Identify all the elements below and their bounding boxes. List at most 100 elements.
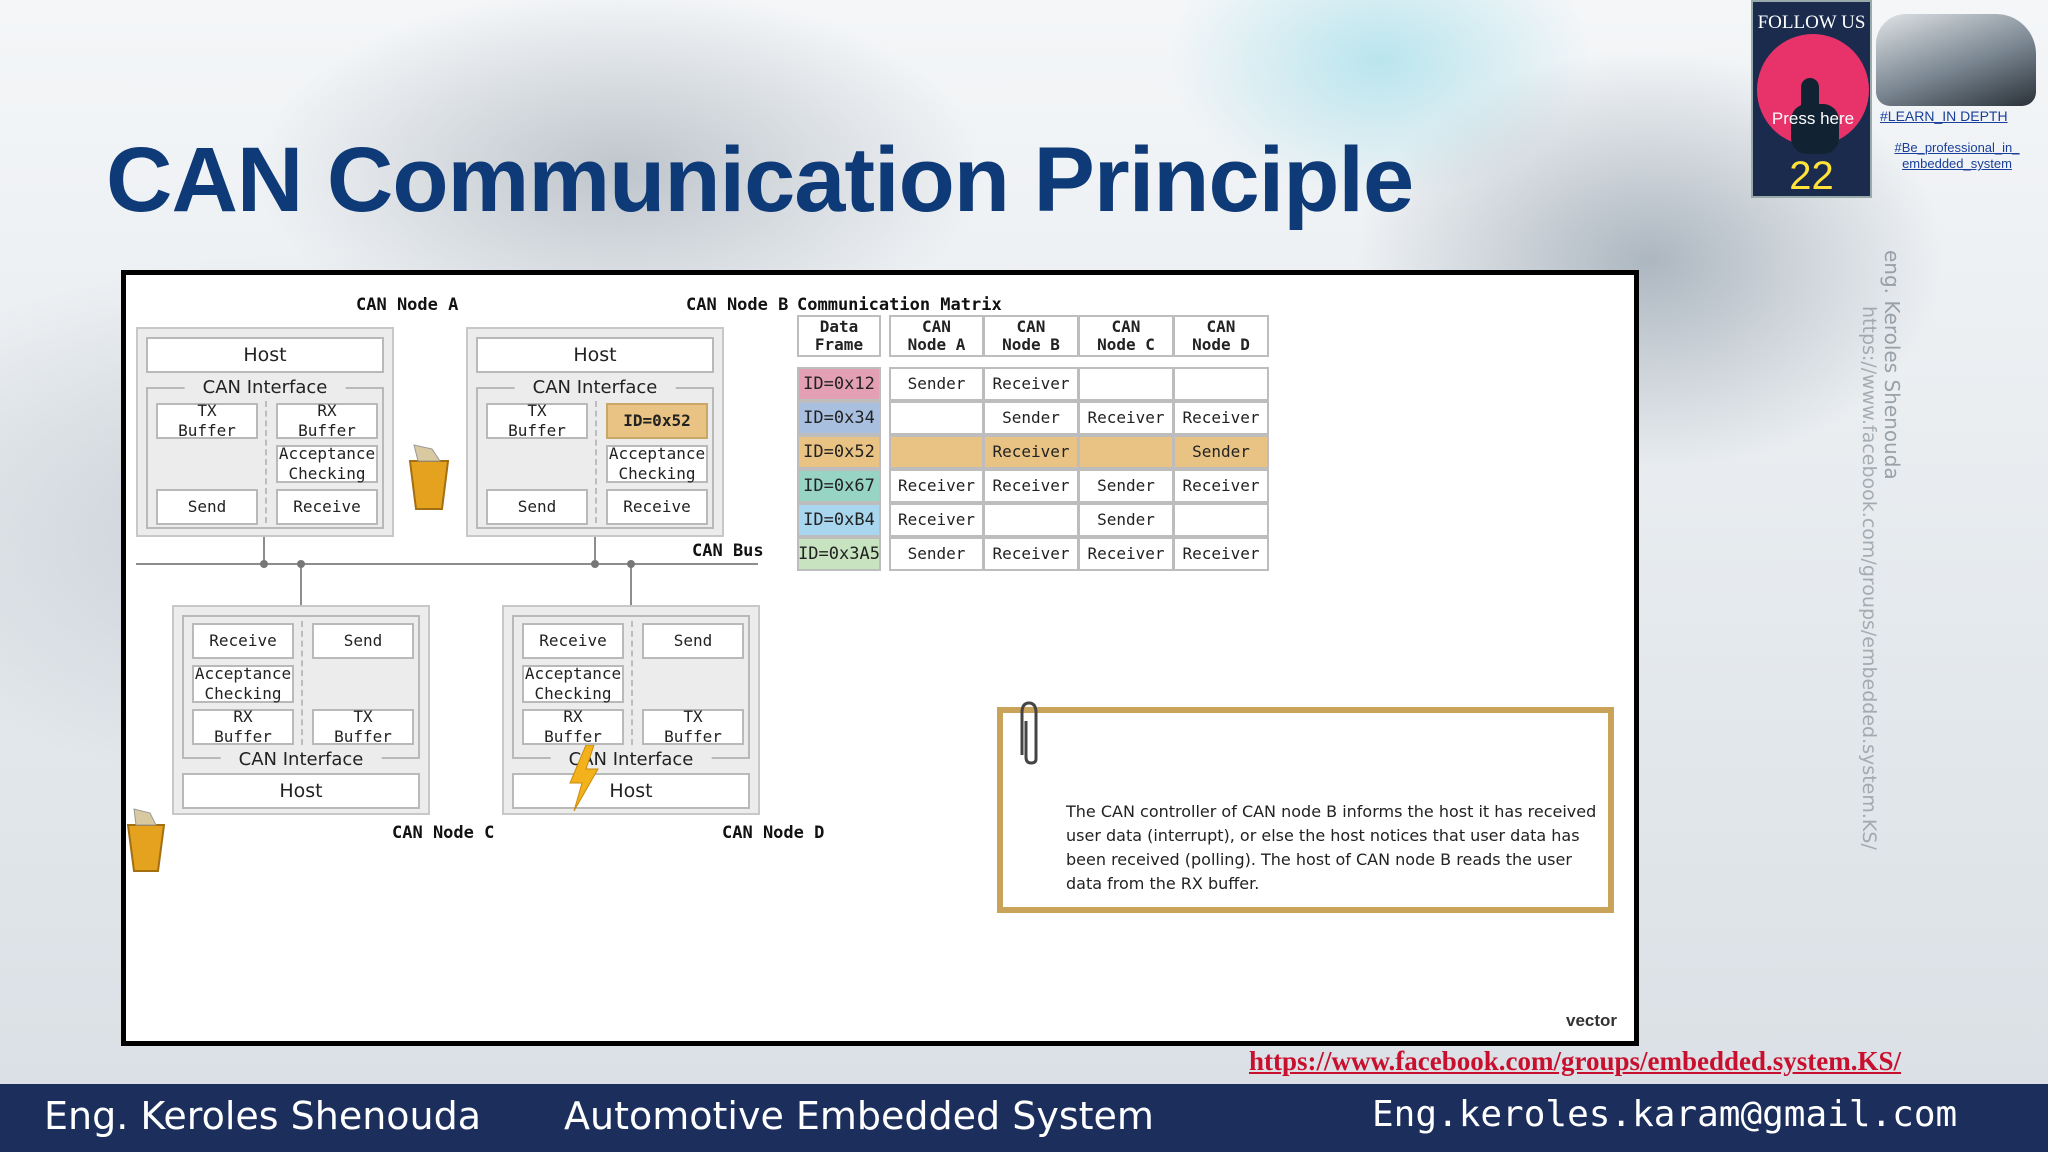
matrix-cell: Receiver [1078, 401, 1174, 435]
matrix-cell [1173, 367, 1269, 401]
node-d-acceptance: Acceptance Checking [522, 664, 624, 703]
can-bus-label: CAN Bus [692, 541, 764, 561]
matrix-cell: Receiver [889, 503, 984, 537]
matrix-cell [889, 401, 984, 435]
node-a: Host CAN Interface TX Buffer RX Buffer A… [136, 327, 394, 537]
matrix-id-cell: ID=0xB4 [797, 503, 881, 537]
matrix-cell: Receiver [983, 537, 1079, 571]
matrix-cell: Sender [889, 367, 984, 401]
node-b-rx-buffer: ID=0x52 [606, 403, 708, 439]
node-d-send: Send [642, 623, 744, 659]
node-d-receive: Receive [522, 623, 624, 659]
node-b-tx-buffer: TX Buffer [486, 401, 588, 440]
hand-palm-icon [1791, 104, 1839, 154]
node-b-wire [594, 537, 596, 564]
matrix-id-cell: ID=0x52 [797, 435, 881, 469]
facebook-group-link[interactable]: https://www.facebook.com/groups/embedded… [1249, 1046, 1902, 1076]
matrix-cell: Sender [1173, 435, 1269, 469]
node-b-host: Host [476, 337, 714, 373]
matrix-cell [1078, 367, 1174, 401]
follow-us-badge[interactable]: FOLLOW US Press here 22 [1751, 0, 1872, 198]
can-bus-line [136, 563, 758, 565]
matrix-cell: Sender [1078, 469, 1174, 503]
matrix-id-cell: ID=0x34 [797, 401, 881, 435]
hashtag-learn-in-depth[interactable]: #LEARN_IN DEPTH [1880, 108, 2008, 124]
footer-bar: Eng. Keroles Shenouda Automotive Embedde… [0, 1084, 2048, 1152]
footer-author: Eng. Keroles Shenouda [44, 1094, 482, 1138]
matrix-header-cell: CAN Node C [1078, 315, 1174, 357]
vertical-author-text: eng. Keroles Shenouda [1880, 250, 1904, 480]
node-c-interface-label: CAN Interface [220, 749, 382, 770]
node-d-rx-buffer: RX Buffer [522, 707, 624, 746]
node-b: Host CAN Interface TX Buffer ID=0x52 Acc… [466, 327, 724, 537]
node-c-receive: Receive [192, 623, 294, 659]
matrix-title: Communication Matrix [797, 295, 1002, 315]
node-b-acceptance: Acceptance Checking [606, 444, 708, 483]
matrix-cell [889, 435, 984, 469]
node-c-host: Host [182, 773, 420, 809]
car-thumbnail [1876, 14, 2036, 106]
matrix-cell: Receiver [983, 435, 1079, 469]
note-text: The CAN controller of CAN node B informs… [1066, 802, 1597, 893]
matrix-cell: Receiver [1173, 537, 1269, 571]
node-c-tx-buffer: TX Buffer [312, 707, 414, 746]
node-b-label: CAN Node B [686, 295, 789, 315]
vector-logo: vector [1566, 1011, 1618, 1030]
hashtag-be-professional[interactable]: #Be_professional_in_ embedded_system [1894, 140, 2020, 171]
node-a-interface-label: CAN Interface [184, 377, 346, 398]
node-a-receive: Receive [276, 489, 378, 525]
follow-number: 22 [1789, 154, 1834, 198]
diagram-frame: CAN Node A Host CAN Interface TX Buffer … [121, 270, 1639, 1046]
matrix-cell: Receiver [983, 469, 1079, 503]
divider [631, 621, 633, 745]
matrix-cell: Receiver [983, 367, 1079, 401]
node-a-send: Send [156, 489, 258, 525]
matrix-cell [1078, 435, 1174, 469]
press-button[interactable]: Press here [1757, 34, 1869, 154]
page-title: CAN Communication Principle [106, 129, 1414, 231]
node-a-acceptance: Acceptance Checking [276, 444, 378, 483]
matrix-cell [1173, 503, 1269, 537]
node-c-label: CAN Node C [392, 823, 495, 843]
node-d-label: CAN Node D [722, 823, 825, 843]
paperclip-icon [1020, 701, 1038, 765]
matrix-cell: Receiver [889, 469, 984, 503]
trash-bin-icon [126, 808, 166, 872]
divider [595, 401, 597, 523]
trash-bin-icon [408, 444, 450, 510]
node-c-wire [300, 565, 302, 605]
vertical-url-text: https://www.facebook.com/groups/embedded… [1858, 306, 1880, 850]
node-a-host: Host [146, 337, 384, 373]
bus-junction [260, 560, 268, 568]
matrix-header-cell: CAN Node A [889, 315, 984, 357]
lightning-icon [569, 745, 599, 811]
matrix-header-cell: CAN Node B [983, 315, 1079, 357]
divider [301, 621, 303, 745]
matrix-id-cell: ID=0x12 [797, 367, 881, 401]
node-d-host: Host [512, 773, 750, 809]
node-a-wire [263, 537, 265, 564]
node-d-wire [630, 565, 632, 605]
node-c-send: Send [312, 623, 414, 659]
press-label: Press here [1771, 109, 1855, 128]
node-b-send: Send [486, 489, 588, 525]
matrix-cell: Receiver [1173, 469, 1269, 503]
node-a-tx-buffer: TX Buffer [156, 401, 258, 440]
node-b-receive: Receive [606, 489, 708, 525]
node-c-rx-buffer: RX Buffer [192, 707, 294, 746]
matrix-cell: Sender [983, 401, 1079, 435]
follow-us-label: FOLLOW US [1757, 12, 1866, 33]
matrix-id-cell: ID=0x67 [797, 469, 881, 503]
divider [265, 401, 267, 523]
node-a-label: CAN Node A [356, 295, 459, 315]
footer-email[interactable]: Eng.keroles.karam@gmail.com [1372, 1094, 1958, 1135]
bus-junction [591, 560, 599, 568]
node-a-rx-buffer: RX Buffer [276, 401, 378, 440]
explanation-note: The CAN controller of CAN node B informs… [997, 701, 1614, 913]
node-d-tx-buffer: TX Buffer [642, 707, 744, 746]
footer-course: Automotive Embedded System [564, 1094, 1154, 1138]
matrix-cell [983, 503, 1079, 537]
matrix-cell: Sender [889, 537, 984, 571]
matrix-id-cell: ID=0x3A5 [797, 537, 881, 571]
node-b-interface-label: CAN Interface [514, 377, 676, 398]
